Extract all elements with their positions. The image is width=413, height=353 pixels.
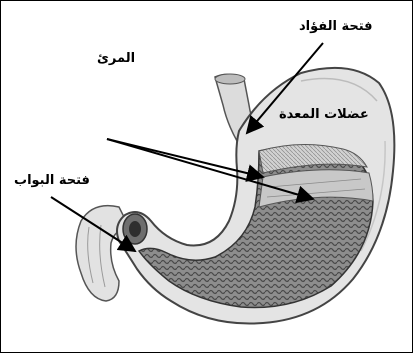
label-stomach-muscles: عضلات المعدة [279, 107, 369, 122]
label-esophagus: المرئ [97, 51, 135, 66]
label-pyloric-opening: فتحة البواب [14, 173, 90, 188]
label-cardia-opening: فتحة الفؤاد [299, 19, 373, 34]
esophagus-opening [215, 74, 245, 84]
